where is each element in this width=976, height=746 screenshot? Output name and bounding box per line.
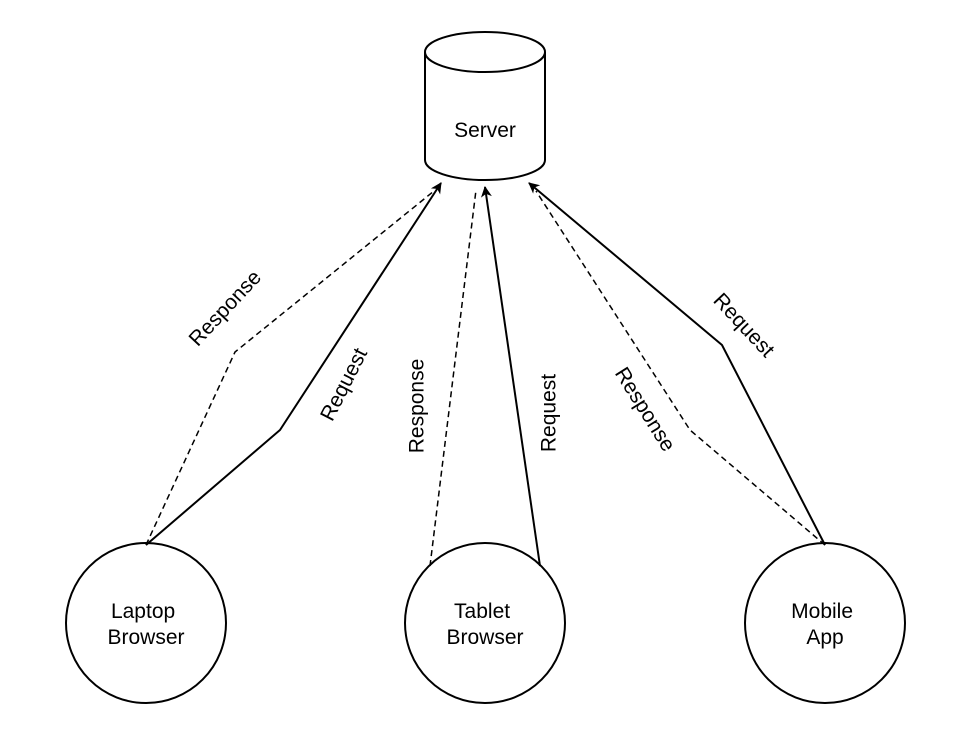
tablet-request-label: Request <box>538 374 561 452</box>
tablet-response-edge[interactable] <box>429 189 477 567</box>
tablet-browser-label: Tablet Browser <box>446 600 523 649</box>
laptop-response-edge[interactable] <box>145 190 435 546</box>
server-cylinder-top <box>424 31 546 73</box>
tablet-browser-label-line1: Tablet <box>454 600 510 623</box>
mobile-response-edge[interactable] <box>535 190 826 546</box>
laptop-browser-label: Laptop Browser <box>107 600 184 649</box>
server-node[interactable]: Server <box>424 31 546 181</box>
tablet-browser-node[interactable]: Tablet Browser <box>404 542 566 704</box>
mobile-request-label: Request <box>709 289 779 362</box>
mobile-app-label-line1: Mobile <box>791 600 853 623</box>
laptop-browser-label-line2: Browser <box>107 626 184 649</box>
tablet-request-edge[interactable] <box>480 186 541 567</box>
mobile-request-edge[interactable] <box>528 182 826 546</box>
mobile-app-label-line2: App <box>806 626 843 649</box>
mobile-app-circle <box>744 542 906 704</box>
laptop-browser-circle <box>65 542 227 704</box>
mobile-response-label: Response <box>610 363 680 455</box>
server-label: Server <box>454 119 516 142</box>
laptop-browser-node[interactable]: Laptop Browser <box>65 542 227 704</box>
tablet-browser-label-line2: Browser <box>446 626 523 649</box>
server-cylinder-body <box>424 52 546 181</box>
laptop-response-label: Response <box>185 266 266 351</box>
laptop-request-label: Request <box>316 344 372 424</box>
tablet-browser-circle <box>404 542 566 704</box>
mobile-app-node[interactable]: Mobile App <box>744 542 906 704</box>
mobile-app-label: Mobile App <box>791 600 859 649</box>
laptop-request-edge[interactable] <box>145 182 442 546</box>
tablet-response-label: Response <box>406 359 429 454</box>
laptop-browser-label-line1: Laptop <box>111 600 175 623</box>
